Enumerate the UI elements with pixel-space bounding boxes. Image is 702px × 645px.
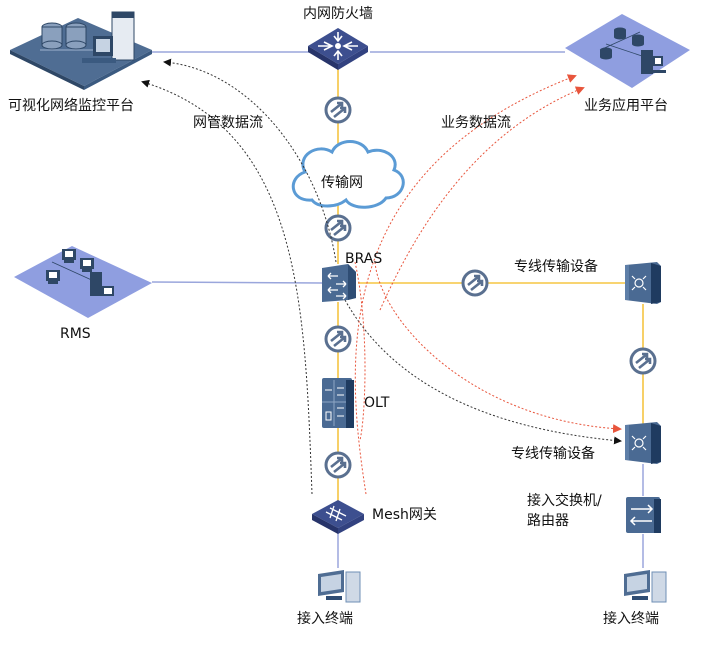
router-icon (322, 264, 356, 302)
cloud-icon (291, 140, 405, 209)
access-switch-label-line1: 接入交换机/ (527, 493, 602, 509)
terminal-right-label: 接入终端 (603, 611, 659, 627)
pc-icon (624, 570, 667, 603)
access-switch-label-line2: 路由器 (527, 513, 569, 529)
link-icon (324, 214, 352, 242)
switch-icon (626, 497, 661, 533)
service-flow-label: 业务数据流 (441, 115, 511, 131)
service-flow-path (374, 261, 622, 434)
server-cluster-platform-icon (10, 11, 152, 90)
leased-line-bottom-label: 专线传输设备 (511, 446, 595, 462)
gateway-icon (312, 500, 364, 534)
link-icon (324, 325, 352, 353)
mgmt-flow-path (163, 58, 337, 263)
service-platform-label: 业务应用平台 (584, 98, 668, 114)
link-icon (461, 269, 489, 297)
link-icon (629, 347, 657, 375)
rms-label: RMS (60, 326, 91, 342)
monitor-platform-label: 可视化网络监控平台 (8, 98, 134, 114)
bras-label: BRAS (345, 251, 383, 267)
link-icon (324, 451, 352, 479)
firewall-icon (308, 28, 368, 70)
olt-label: OLT (364, 395, 390, 411)
mgmt-flow-path (141, 79, 313, 495)
leased-line-top-label: 专线传输设备 (514, 259, 598, 275)
app-server-platform-icon (565, 14, 690, 88)
terminal-left-label: 接入终端 (297, 611, 353, 627)
link-rms-bras (151, 281, 323, 284)
link-icon (324, 96, 352, 124)
mgmt-flow-label: 网管数据流 (193, 115, 263, 131)
workstation-network-icon (14, 246, 152, 318)
pc-icon (318, 570, 361, 603)
mesh-gateway-label: Mesh网关 (372, 507, 437, 523)
transmission-device-icon (625, 422, 661, 464)
firewall-label: 内网防火墙 (303, 6, 373, 22)
mgmt-flow-path (344, 299, 622, 445)
transport-net-label: 传输网 (321, 175, 363, 191)
transmission-device-icon (625, 262, 661, 304)
olt-icon (322, 378, 354, 428)
service-flow-path (354, 261, 366, 441)
